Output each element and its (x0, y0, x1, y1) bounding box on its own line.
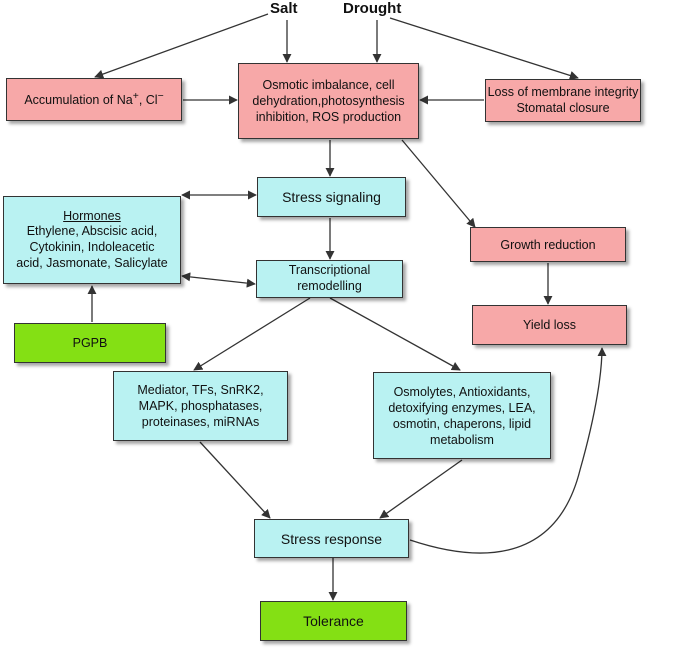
node-hormones-line-2: Cytokinin, Indoleacetic (29, 240, 155, 254)
node-membrane-line-2: Stomatal closure (516, 100, 610, 115)
node-stress-response: Stress response (254, 519, 409, 558)
node-osmotic-line-1: Osmotic imbalance, cell (262, 77, 395, 92)
node-stress-response-label: Stress response (280, 530, 383, 547)
arrow-mediator-to-response (199, 441, 271, 519)
node-stress-signaling-label: Stress signaling (282, 189, 381, 205)
arrow-response-to-yield (409, 347, 607, 554)
node-mediator-line-1: Mediator, TFs, SnRK2, (137, 382, 264, 397)
node-growth-label: Growth reduction (500, 237, 596, 252)
node-membrane-integrity: Loss of membrane integrity Stomatal clos… (485, 79, 641, 122)
accumulation-mid: , Cl (138, 93, 158, 108)
node-yield-label: Yield loss (522, 318, 577, 332)
node-accumulation-text: Accumulation of Na+, Cl− (24, 91, 163, 107)
node-mediator-line-3: proteinases, miRNAs (141, 415, 260, 430)
node-membrane-line-1: Loss of membrane integrity (487, 84, 639, 99)
node-hormones: Hormones Ethylene, Abscisic acid, Cytoki… (3, 196, 181, 284)
node-osmotic-line-2: dehydration,photosynthesis (252, 93, 405, 108)
arrow-drought-to-membrane (389, 17, 579, 80)
arrow-salt-to-accumulation (94, 13, 269, 79)
node-osmolytes-line-1: Osmolytes, Antioxidants, (393, 384, 531, 399)
node-yield-loss: Yield loss (472, 305, 627, 345)
node-hormones-line-1: Ethylene, Abscisic acid, (26, 224, 158, 239)
node-hormones-title: Hormones (63, 208, 121, 223)
node-hormones-line-3: acid, Jasmonate, Salicylate (16, 255, 168, 270)
node-pgpb-label: PGPB (72, 336, 108, 350)
node-mediator-line-2: MAPK, phosphatases, (138, 398, 263, 413)
node-osmolytes-line-4: metabolism (430, 432, 494, 447)
node-pgpb: PGPB (14, 323, 166, 363)
node-osmolytes-line-2: detoxifying enzymes, LEA, (388, 400, 536, 415)
node-transcriptional-line-2: remodelling (297, 279, 362, 293)
node-stress-signaling: Stress signaling (257, 177, 406, 217)
node-osmotic-imbalance: Osmotic imbalance, cell dehydration,phot… (238, 63, 419, 139)
accumulation-sup-cl: − (157, 91, 164, 103)
accumulation-sup-na: + (132, 91, 139, 103)
node-osmolytes: Osmolytes, Antioxidants, detoxifying enz… (373, 372, 551, 459)
arrow-transcriptional-to-mediator (193, 297, 311, 371)
arrow-osmotic-to-growth (401, 139, 476, 228)
arrow-transcriptional-to-osmolytes (329, 297, 461, 371)
node-transcriptional-line-1: Transcriptional (288, 263, 371, 278)
node-osmotic-line-3: inhibition, ROS production (255, 110, 402, 125)
arrow-hormones-transcriptional (181, 272, 256, 288)
input-drought: Drought (343, 0, 402, 17)
accumulation-prefix: Accumulation of Na (24, 93, 133, 108)
node-ion-accumulation: Accumulation of Na+, Cl− (6, 78, 182, 121)
input-salt: Salt (270, 0, 298, 17)
arrow-osmolytes-to-response (379, 459, 463, 519)
node-osmolytes-line-3: osmotin, chaperons, lipid (392, 416, 532, 431)
node-tolerance-label: Tolerance (303, 613, 364, 629)
node-mediator: Mediator, TFs, SnRK2, MAPK, phosphatases… (113, 371, 288, 441)
node-growth-reduction: Growth reduction (470, 227, 626, 262)
node-transcriptional-remodelling: Transcriptional remodelling (256, 260, 403, 298)
node-tolerance: Tolerance (260, 601, 407, 641)
